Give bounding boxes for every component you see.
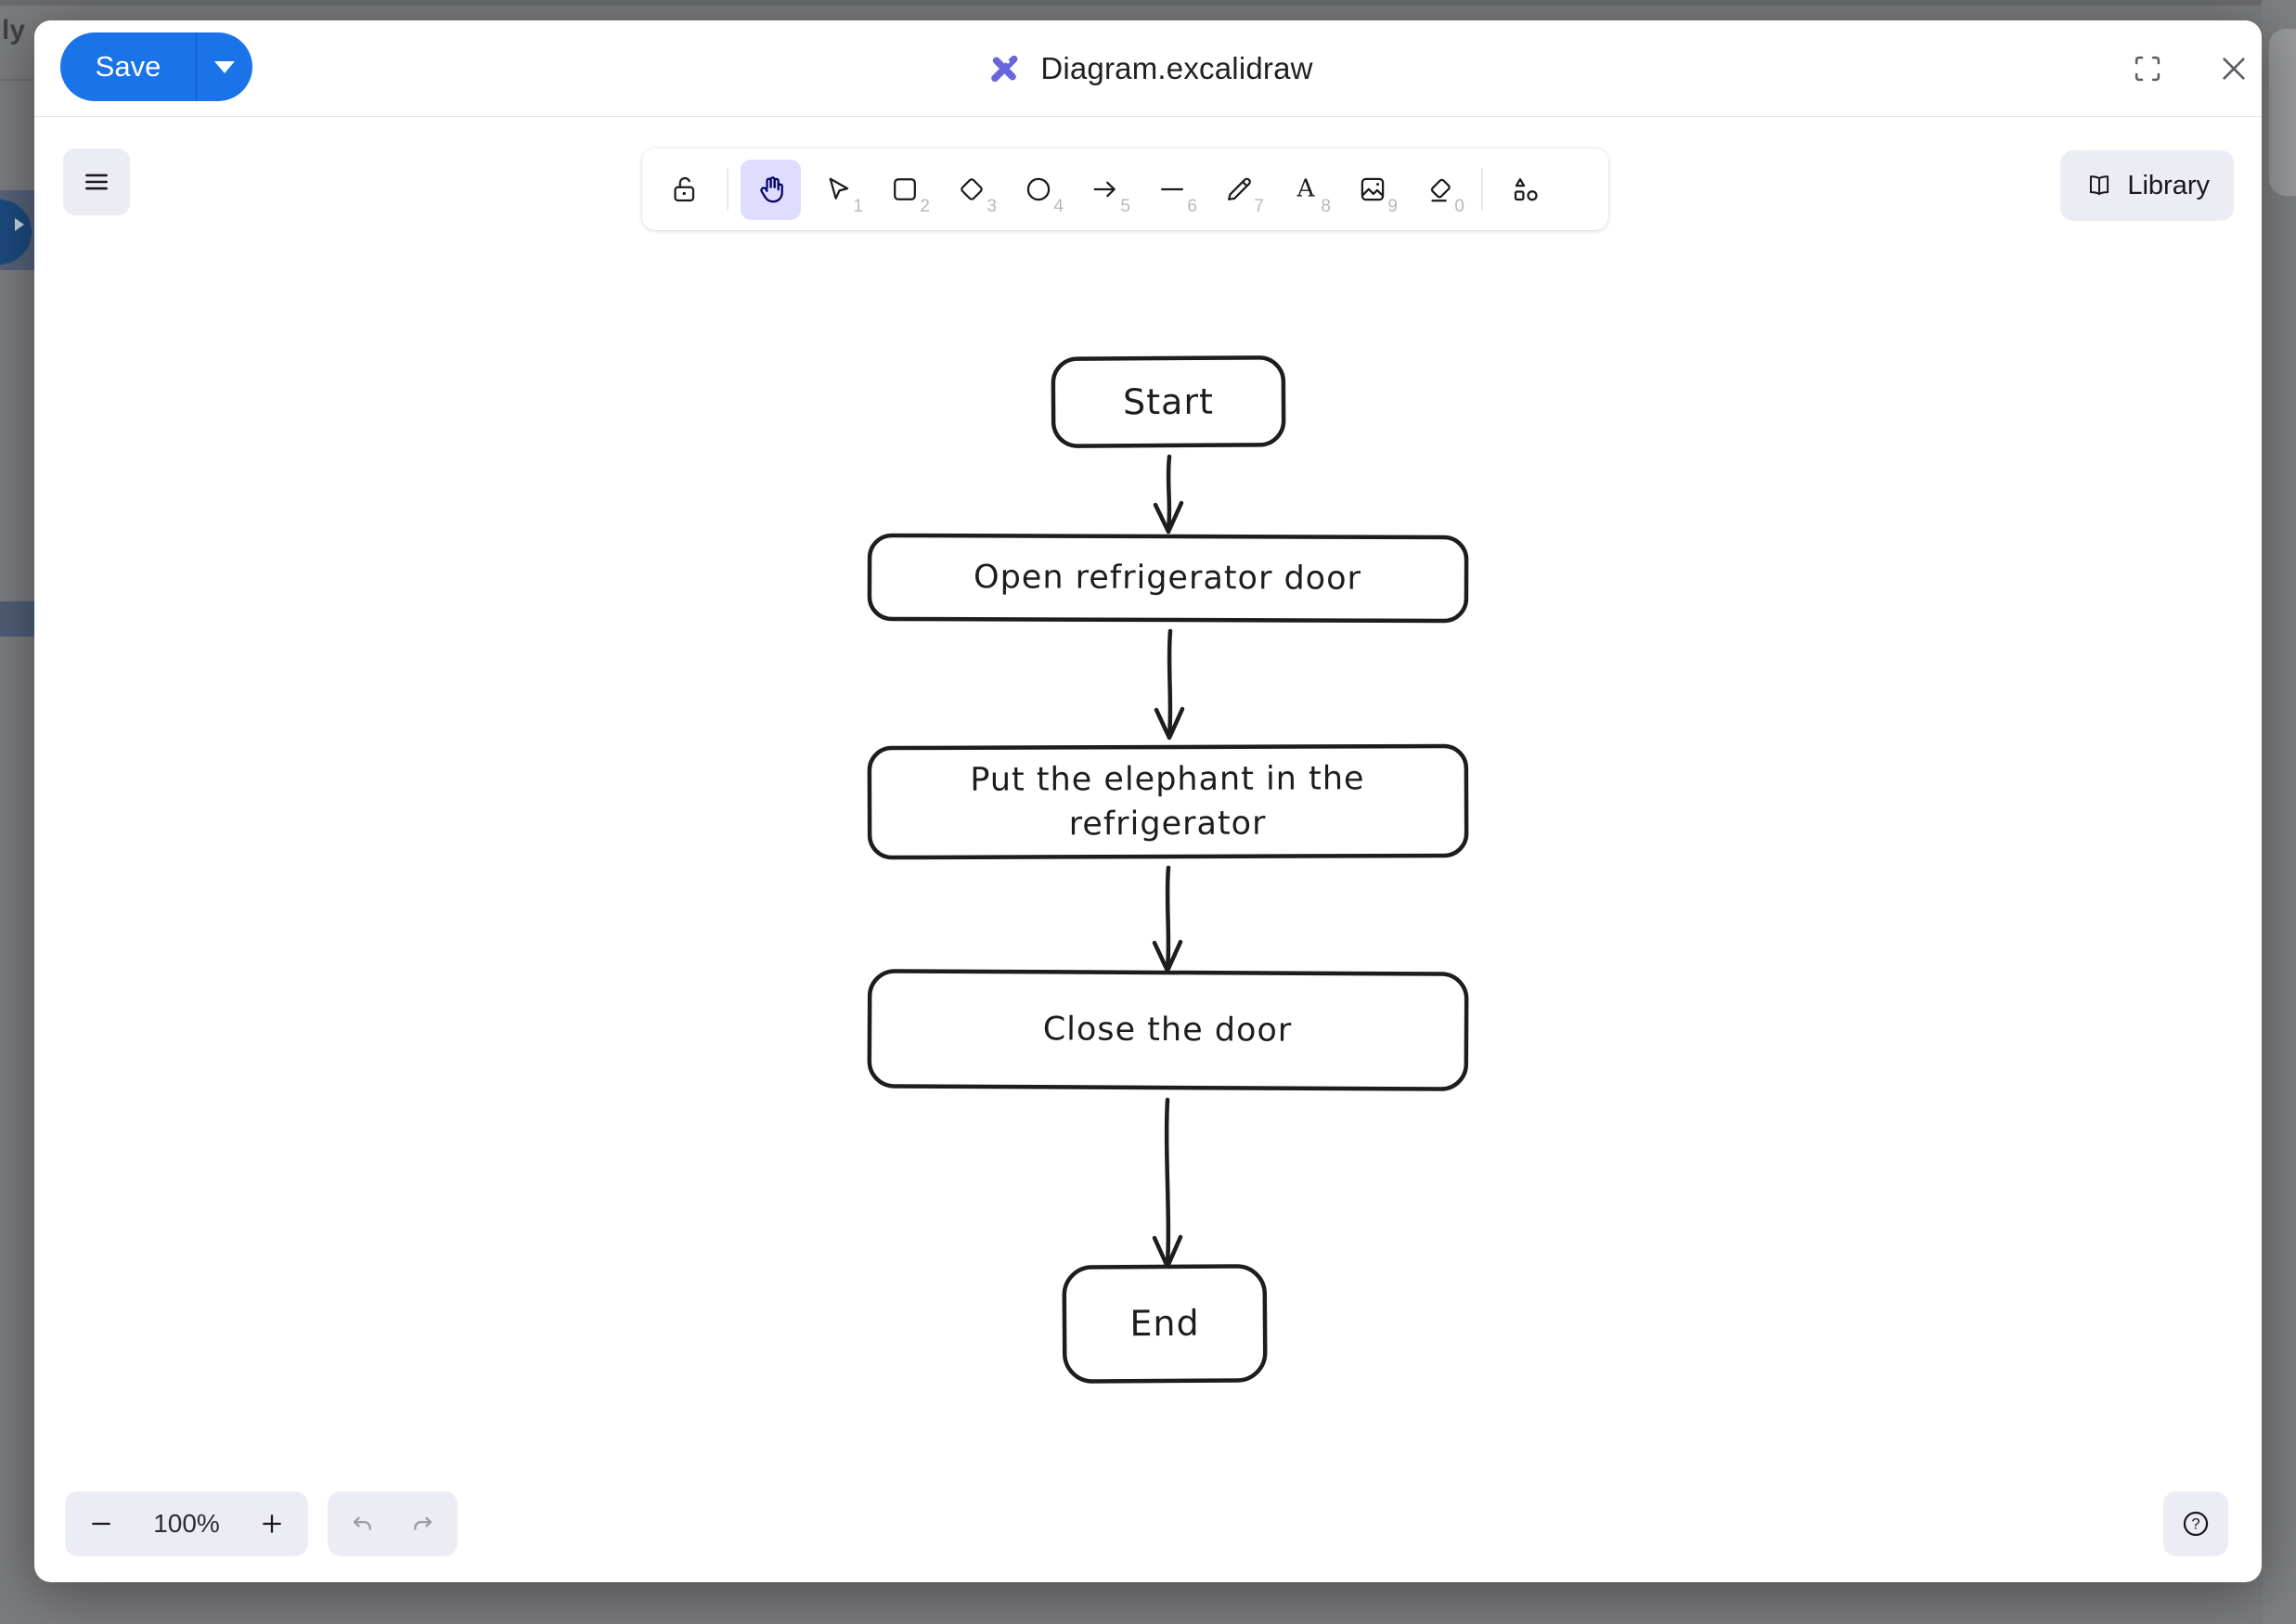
svg-text:A: A	[1296, 175, 1315, 203]
background-card-fragment	[2269, 29, 2296, 196]
line-icon	[1160, 187, 1183, 191]
eraser-icon	[1430, 178, 1451, 202]
flowchart-arrow[interactable]	[1152, 865, 1183, 973]
background-page-title-fragment: ly F	[2, 15, 33, 45]
selection-cursor-icon	[829, 177, 848, 200]
ellipse-icon	[1026, 177, 1050, 201]
svg-text:Start: Start	[1123, 381, 1214, 423]
diamond-icon	[960, 178, 983, 200]
tool-arrow[interactable]: 5	[1075, 160, 1135, 220]
save-button[interactable]: Save	[60, 32, 197, 101]
svg-text:refrigerator: refrigerator	[1069, 806, 1267, 844]
redo-button[interactable]	[397, 1494, 449, 1553]
text-icon: A	[1296, 175, 1315, 203]
zoom-level[interactable]: 100%	[153, 1509, 220, 1538]
tool-ellipse[interactable]: 4	[1008, 160, 1068, 220]
minus-icon	[92, 1522, 110, 1526]
image-icon	[1361, 177, 1384, 201]
pencil-icon	[1227, 177, 1251, 200]
hand-icon	[759, 176, 783, 203]
redo-icon	[413, 1516, 432, 1530]
main-menu-button[interactable]	[63, 148, 130, 215]
rectangle-icon	[893, 178, 916, 200]
chevron-down-icon	[214, 60, 235, 73]
svg-text:End: End	[1129, 1303, 1200, 1345]
tool-lock[interactable]	[654, 160, 715, 220]
library-button[interactable]: Library	[2060, 150, 2234, 221]
zoom-in-button[interactable]	[236, 1491, 308, 1556]
background-row-fragment	[0, 601, 34, 637]
svg-text:Close the door: Close the door	[1043, 1011, 1293, 1049]
excalidraw-logo-icon	[991, 55, 1018, 83]
flowchart-node-close-door[interactable]: Close the door	[867, 969, 1469, 1091]
tool-line[interactable]: 6	[1142, 160, 1202, 220]
undo-button[interactable]	[336, 1494, 388, 1553]
history-controls	[328, 1491, 458, 1556]
tool-hand[interactable]	[741, 159, 801, 220]
arrow-icon	[1093, 181, 1116, 198]
background-top-strip	[0, 0, 2296, 6]
tool-draw[interactable]: 7	[1208, 160, 1269, 220]
document-title-group: Diagram.excalidraw	[983, 20, 1312, 117]
toolbar-divider	[1481, 168, 1483, 211]
undo-icon	[354, 1516, 372, 1530]
background-right-strip	[2262, 0, 2296, 1624]
flowchart-arrow[interactable]	[1152, 1097, 1183, 1270]
svg-text:Put the elephant in the: Put the elephant in the	[970, 760, 1364, 798]
tool-island: 1 2 3 4 5	[642, 148, 1608, 230]
book-icon	[2090, 175, 2109, 196]
tool-diamond[interactable]: 3	[941, 160, 1001, 220]
lock-open-icon	[673, 176, 694, 202]
background-divider-fragment	[0, 79, 34, 81]
hamburger-menu-icon	[85, 174, 108, 190]
close-button[interactable]	[2216, 51, 2251, 86]
flowchart-node-start[interactable]: Start	[1051, 355, 1286, 448]
fullscreen-button[interactable]	[2130, 51, 2165, 86]
fullscreen-icon	[2135, 56, 2161, 82]
excalidraw-modal: Save Diagram.excalidraw	[34, 20, 2262, 1582]
flowchart-node-put-elephant[interactable]: Put the elephant in the refrigerator	[867, 743, 1469, 860]
help-icon: ?	[2183, 1511, 2209, 1537]
plus-icon	[263, 1514, 281, 1533]
shapes-icon	[1514, 178, 1538, 201]
library-label: Library	[2127, 170, 2210, 200]
tool-more-shapes[interactable]	[1495, 160, 1555, 220]
svg-text:Open refrigerator door: Open refrigerator door	[974, 559, 1361, 597]
flowchart-node-open-door[interactable]: Open refrigerator door	[867, 533, 1469, 624]
tool-image[interactable]: 9	[1342, 160, 1402, 220]
save-split-button: Save	[60, 32, 252, 101]
background-avatar-fragment	[0, 200, 32, 264]
close-icon	[2223, 58, 2245, 80]
zoom-out-button[interactable]	[65, 1491, 137, 1556]
modal-header: Save Diagram.excalidraw	[34, 20, 2262, 117]
background-chevron-fragment	[15, 218, 24, 231]
background-banner-fragment	[0, 190, 34, 270]
document-title: Diagram.excalidraw	[1040, 51, 1313, 85]
tool-text[interactable]: A 8	[1275, 160, 1335, 220]
flowchart-arrow[interactable]	[1153, 454, 1184, 535]
svg-text:?: ?	[2191, 1515, 2199, 1533]
tool-selection[interactable]: 1	[807, 160, 868, 220]
help-button[interactable]: ?	[2163, 1491, 2228, 1556]
tool-eraser[interactable]: 0	[1409, 160, 1469, 220]
save-options-button[interactable]	[197, 32, 252, 101]
flowchart-arrow[interactable]	[1154, 628, 1185, 741]
toolbar-divider	[727, 168, 729, 211]
zoom-controls: 100%	[65, 1491, 308, 1556]
flowchart-node-end[interactable]: End	[1062, 1264, 1268, 1384]
tool-rectangle[interactable]: 2	[874, 160, 935, 220]
drawing-canvas[interactable]: Start Open refrigerator door Put the ele…	[34, 20, 2262, 1582]
